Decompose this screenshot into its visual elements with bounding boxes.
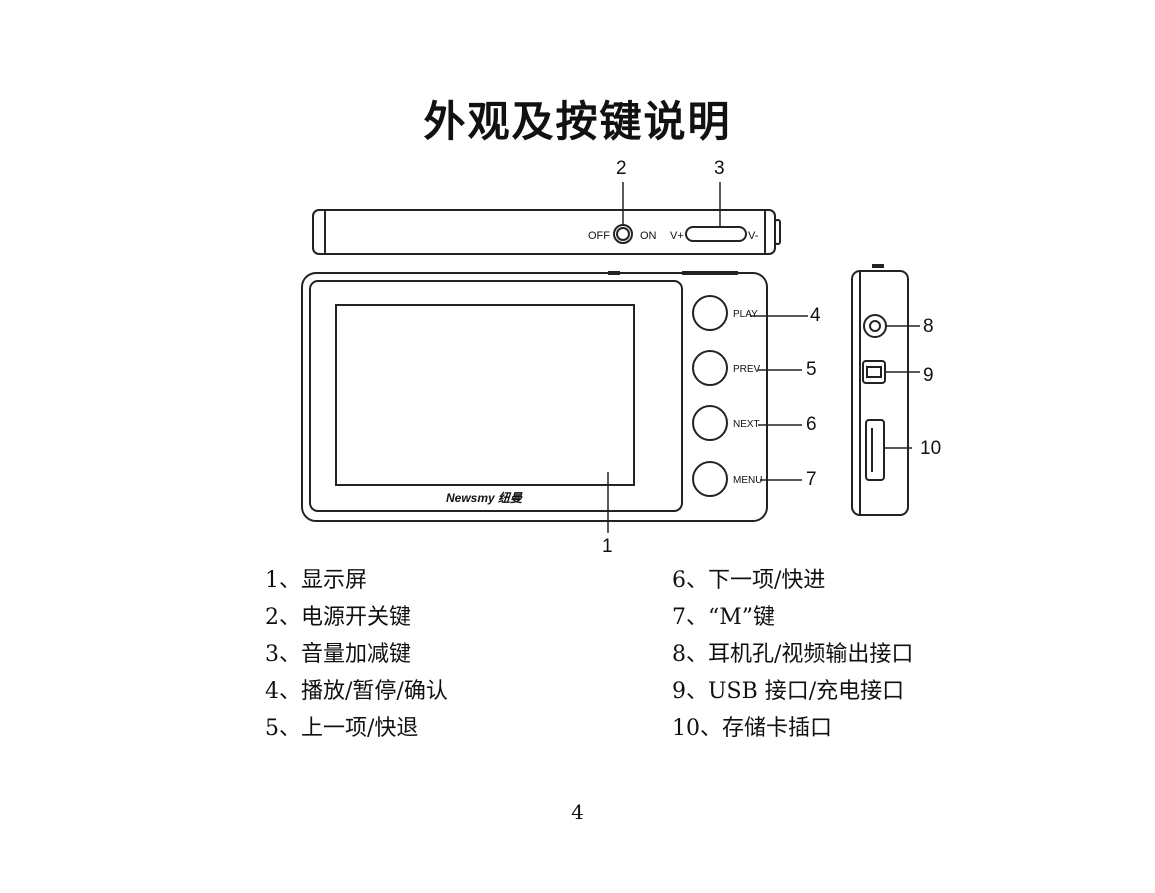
switch-off-label: OFF [588,230,610,242]
device-front-view [301,271,768,522]
callout-8: 8 [923,316,934,337]
device-side-view [851,264,909,516]
legend-item: 8、耳机孔/视频输出接口 [672,642,914,667]
device-top-view [312,209,781,255]
callout-4: 4 [810,305,821,326]
callout-9: 9 [923,365,934,386]
callout-7: 7 [806,469,817,490]
display-screen [335,304,635,486]
legend-right: 6、下一项/快进 7、“M”键 8、耳机孔/视频输出接口 9、USB 接口/充电… [672,562,913,747]
legend-left: 1、显示屏 2、电源开关键 3、音量加减键 4、播放/暂停/确认 5、上一项/快… [265,562,448,747]
callout-lines [607,182,920,533]
volume-rocker-icon [685,226,747,242]
card-slot-icon [865,419,885,481]
callout-3: 3 [714,158,725,179]
device-diagram: OFF ON V+ V- PLAY PREV NEXT MENU Newsmy … [301,158,941,557]
prev-button-icon [692,350,728,386]
menu-button-icon [692,461,728,497]
volume-plus-label: V+ [670,230,684,242]
callout-6: 6 [806,414,817,435]
legend-item: 2、电源开关键 [265,605,411,630]
legend-item: 9、USB 接口/充电接口 [672,679,905,704]
legend-item: 10、存储卡插口 [672,716,832,741]
legend-item: 4、播放/暂停/确认 [265,679,448,704]
legend-item: 5、上一项/快退 [265,716,419,741]
prev-label: PREV [733,364,761,375]
callout-1: 1 [602,536,613,557]
legend-item: 3、音量加减键 [265,642,411,667]
next-label: NEXT [733,419,760,430]
volume-minus-label: V- [748,230,759,242]
play-button-icon [692,295,728,331]
brand-logo: Newsmy 纽曼 [446,491,523,505]
switch-on-label: ON [640,230,657,242]
callout-5: 5 [806,359,817,380]
legend-item: 7、“M”键 [672,605,776,630]
menu-label: MENU [733,475,762,486]
headphone-jack-icon [863,314,887,338]
legend-item: 6、下一项/快进 [672,568,826,593]
next-button-icon [692,405,728,441]
play-label: PLAY [733,309,758,320]
legend-item: 1、显示屏 [265,568,367,593]
callout-10: 10 [920,438,941,459]
page-title: 外观及按键说明 [423,97,732,146]
callout-2: 2 [616,158,627,179]
page-number: 4 [571,800,584,824]
